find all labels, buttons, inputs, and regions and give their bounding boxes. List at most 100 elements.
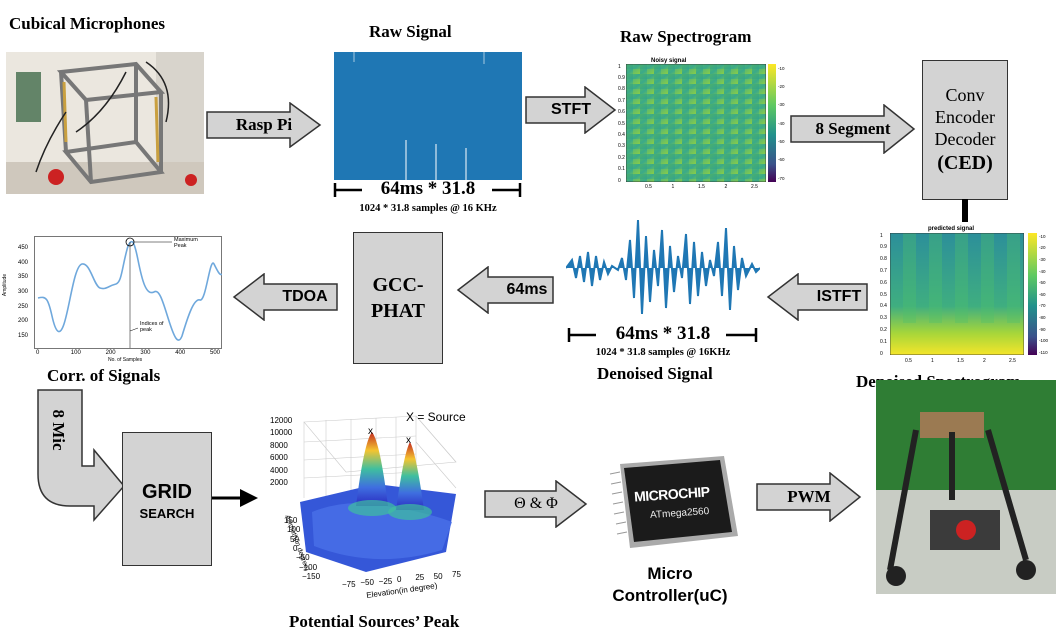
den-spectro-ytick: 0.2 xyxy=(880,326,887,333)
corr-signals-title: Corr. of Signals xyxy=(47,366,161,385)
peak-el-tick: 50 xyxy=(433,571,443,581)
raw-spectro-cbar-tick: -40 xyxy=(778,120,785,126)
denoised-duration-bar xyxy=(567,328,758,342)
den-spectro-ytick: 0.8 xyxy=(880,256,887,263)
peak-az-tick: −100 xyxy=(299,562,318,572)
peak-plot: x x X = Source Azimuth(in degree) Elevat… xyxy=(256,402,476,608)
segment-label: 8 Segment xyxy=(815,119,891,138)
rasp-pi-label: Rasp Pi xyxy=(235,115,293,134)
peak-plot-surface: x x xyxy=(300,415,457,572)
den-spectro-ytick: 0.9 xyxy=(880,244,887,251)
peak-az-tick: 100 xyxy=(287,525,301,535)
peak-ztick: 4000 xyxy=(270,465,288,475)
peak-el-tick: 75 xyxy=(452,570,461,579)
robot-photo xyxy=(876,380,1056,594)
grid-line1: GRID xyxy=(142,480,192,503)
den-spectro-cbar-tick: -30 xyxy=(1039,256,1046,262)
den-spectro-cbar-tick: -70 xyxy=(1039,303,1046,309)
corr-xtick: 300 xyxy=(140,350,151,356)
corr-ytick: 200 xyxy=(18,318,29,325)
raw-spectro-cbar-tick: -20 xyxy=(778,84,785,90)
gcc-line2: PHAT xyxy=(370,300,426,322)
raw-spectro-ytick: 0.8 xyxy=(618,86,625,93)
raw-spectro-xtick: 1 xyxy=(671,184,675,190)
corr-plot-axes xyxy=(34,236,222,349)
den-spectro-xtick: 1 xyxy=(931,358,934,364)
corr-ytick: 300 xyxy=(18,289,29,295)
gcc-line1: GCC- xyxy=(372,274,424,296)
potential-peak-title: Potential Sources’ Peak xyxy=(289,612,460,631)
grid-search-box: GRID SEARCH xyxy=(122,432,212,566)
peak-az-tick: 0 xyxy=(293,544,298,553)
peak-ztick: 6000 xyxy=(270,453,288,463)
corr-ylabel: Amplitude xyxy=(2,273,9,297)
corr-xtick: 400 xyxy=(175,350,186,356)
den-spectro-ytick: 0.1 xyxy=(880,338,887,345)
ms64-arrow: 64ms xyxy=(456,265,554,315)
raw-signal-duration: 64ms * 31.8 xyxy=(380,178,476,199)
den-spectro-cbar-tick: -40 xyxy=(1039,268,1046,274)
raw-spectro-ytick: 0.7 xyxy=(618,97,625,104)
den-spectro-xtick: 2.5 xyxy=(1009,358,1016,364)
microcontroller-title: Micro Controller(uC) xyxy=(612,564,728,605)
corr-xtick: 100 xyxy=(70,350,81,356)
den-spectro-ytick: 0 xyxy=(880,350,883,357)
raw-spectro-cbar-tick: -30 xyxy=(778,102,785,108)
denoised-duration: 64ms * 31.8 xyxy=(615,323,711,344)
den-spectro-ytick: 0.5 xyxy=(880,291,887,298)
peak-ztick: 12000 xyxy=(270,416,293,425)
raw-signal-title: Raw Signal xyxy=(369,22,452,41)
raw-spectro-xtick: 1.5 xyxy=(698,184,705,190)
den-spectro-cbar-tick: -20 xyxy=(1039,245,1046,251)
peak-ztick: 8000 xyxy=(270,440,288,450)
raw-spectrogram-title: Raw Spectrogram xyxy=(620,27,752,46)
den-spectro-xtick: 2 xyxy=(983,358,986,364)
raw-spectro-xtick: 2.5 xyxy=(751,184,758,190)
grid-line2: SEARCH xyxy=(139,505,195,521)
microcontroller-chip: MICROCHIP ATmega2560 xyxy=(600,448,740,556)
raw-spectro-ytick: 0.2 xyxy=(618,154,625,161)
theta-phi-arrow: Θ & Φ xyxy=(484,479,588,529)
den-spectro-ytick: 0.4 xyxy=(880,303,887,310)
corr-xlabel: No. of Samples xyxy=(108,357,143,363)
corr-max-label: Maximum Peak xyxy=(174,237,198,249)
peak-el-tick: 0 xyxy=(397,575,402,584)
ced-line3: Decoder xyxy=(934,129,996,149)
mic8-label: 8 Mic xyxy=(49,409,68,451)
peak-el-tick: −25 xyxy=(378,576,393,586)
peak-az-tick: −50 xyxy=(296,553,310,563)
svg-text:x: x xyxy=(406,435,411,446)
raw-spectro-ytick: 0.6 xyxy=(618,109,625,116)
pwm-label: PWM xyxy=(787,487,831,506)
den-spectro-xtick: 0.5 xyxy=(905,358,912,364)
cube-photo xyxy=(6,52,204,194)
raw-spectro-cbar-tick: -10 xyxy=(778,65,785,71)
corr-ytick: 450 xyxy=(18,245,29,251)
peak-legend: X = Source xyxy=(406,410,466,424)
denoised-samples: 1024 * 31.8 samples @ 16KHz xyxy=(595,347,731,358)
istft-label: ISTFT xyxy=(816,288,862,305)
den-spectro-cbar-tick: -10 xyxy=(1039,233,1046,239)
den-spectro-ytick: 0.6 xyxy=(880,279,887,286)
corr-ytick: 150 xyxy=(18,333,29,339)
pwm-arrow: PWM xyxy=(756,471,862,523)
den-spectro-ytick: 0.7 xyxy=(880,267,887,274)
chip-body xyxy=(609,456,738,548)
theta-phi-label: Θ & Φ xyxy=(514,495,558,512)
raw-spectro-plot-title: Noisy signal xyxy=(651,58,687,64)
peak-ztick: 2000 xyxy=(270,478,288,487)
ced-box: Conv Encoder Decoder (CED) xyxy=(922,60,1008,200)
den-spectro-cbar-tick: -110 xyxy=(1039,349,1048,355)
grid-to-peak-arrow xyxy=(212,489,258,507)
ms64-label: 64ms xyxy=(506,281,548,298)
raw-spectro-cbar-tick: -60 xyxy=(778,157,785,163)
raw-spectro-ytick: 0.3 xyxy=(618,143,625,150)
raw-spectro-colorbar xyxy=(768,64,776,182)
peak-az-tick: 150 xyxy=(284,516,298,525)
corr-xtick: 500 xyxy=(210,350,221,356)
peak-el-tick: −75 xyxy=(342,580,356,589)
istft-arrow: ISTFT xyxy=(766,272,868,322)
peak-az-tick: −150 xyxy=(302,572,321,581)
corr-index-label: Indices of peak xyxy=(140,321,164,333)
